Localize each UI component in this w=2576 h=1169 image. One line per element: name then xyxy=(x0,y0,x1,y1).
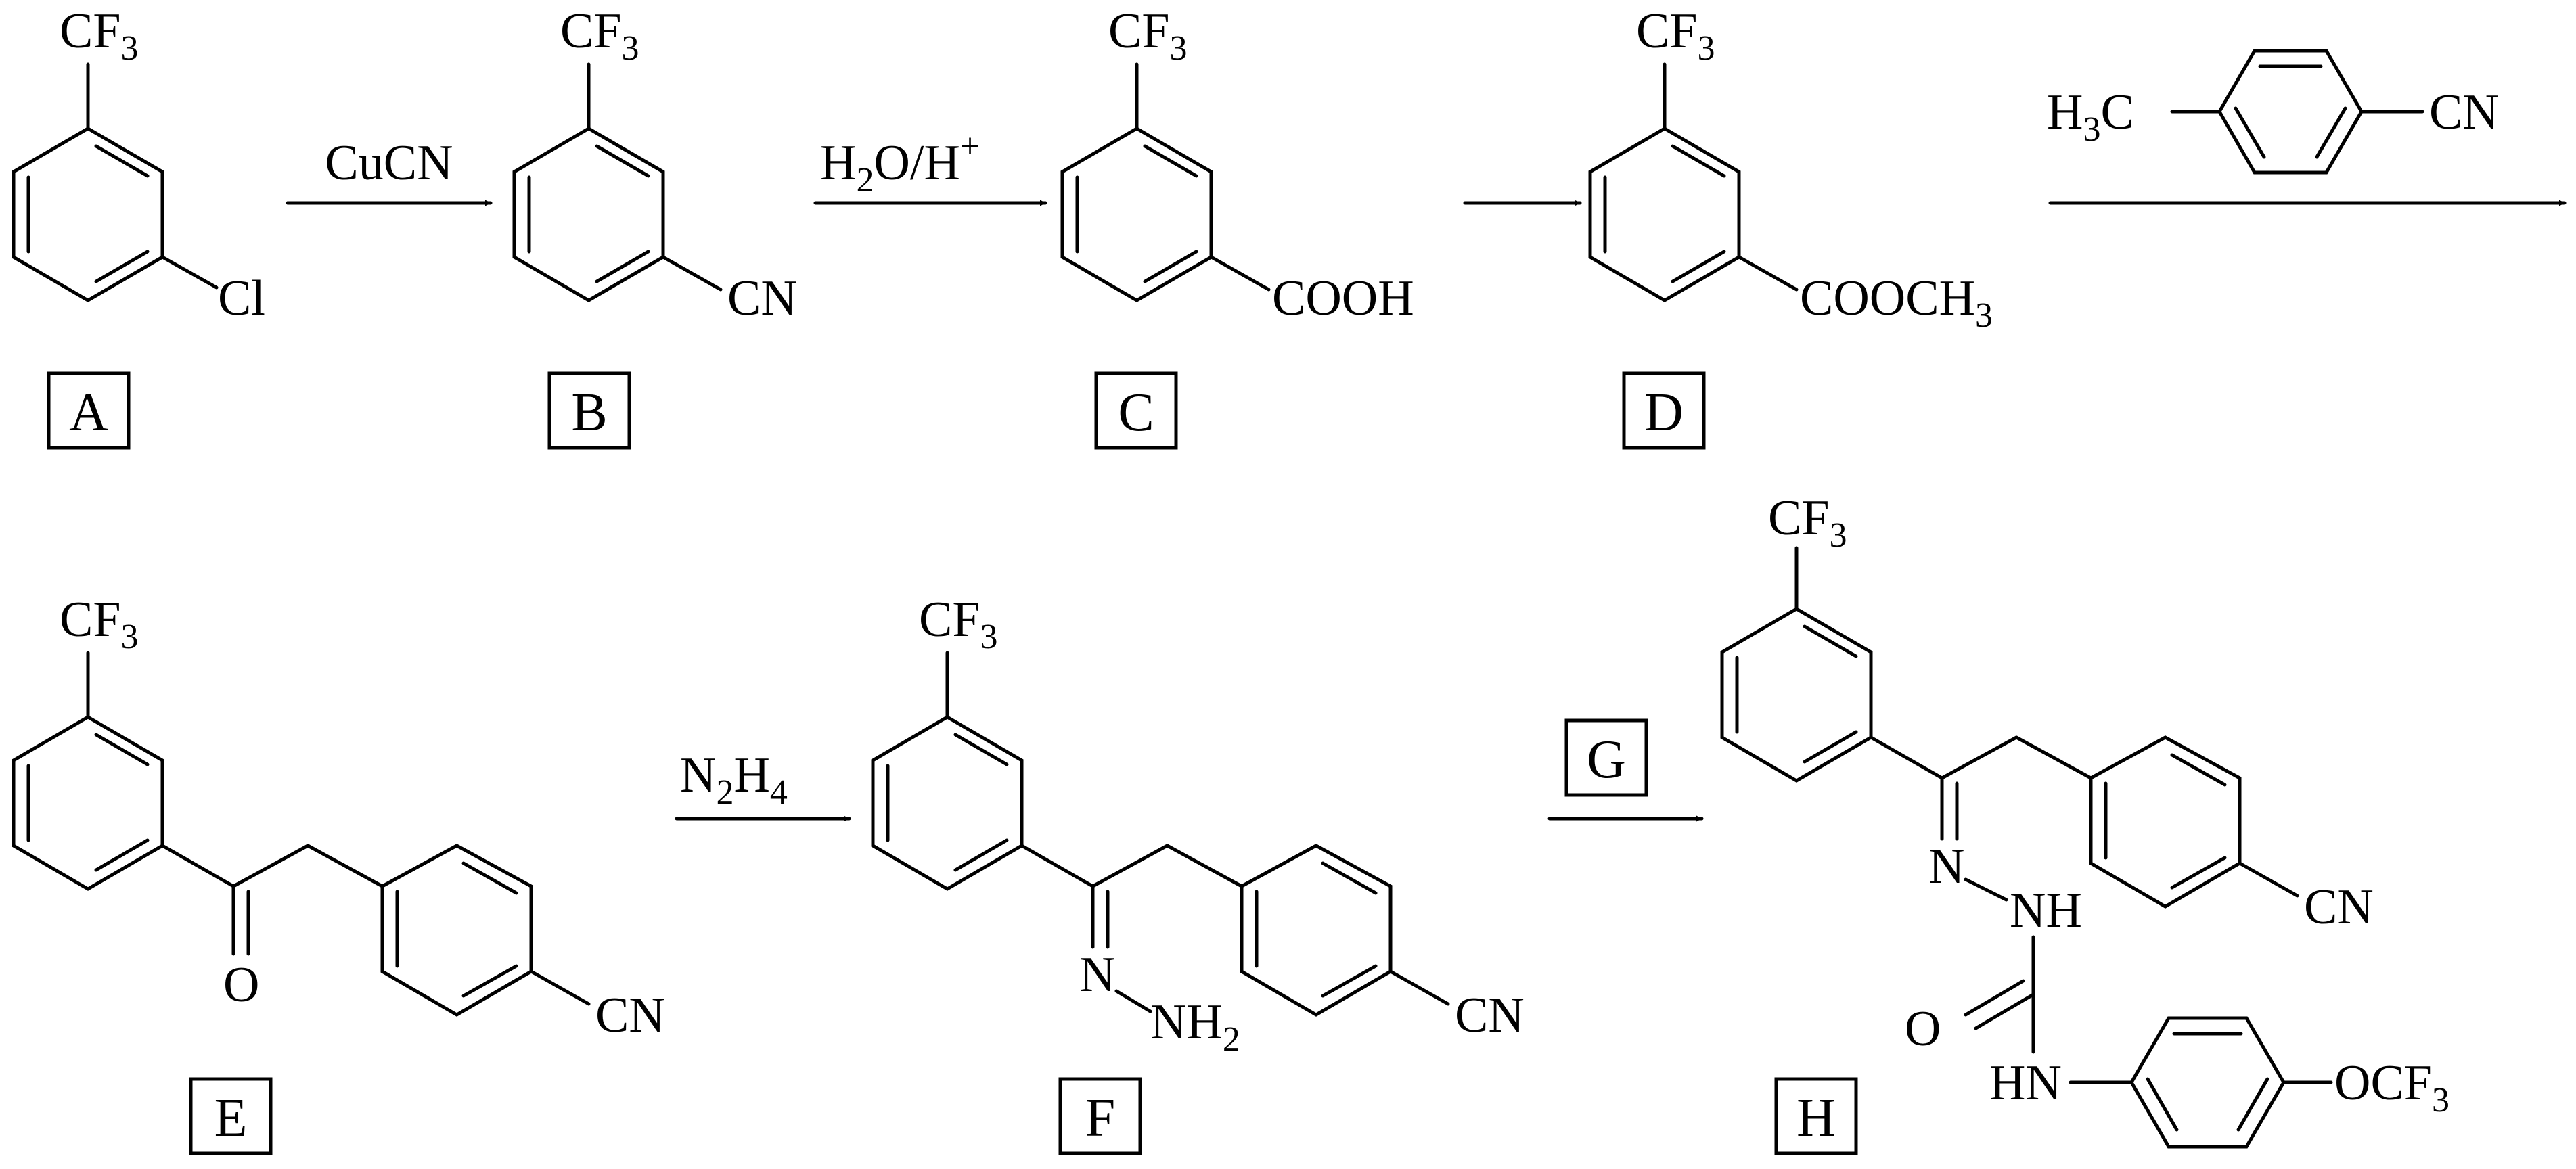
svg-text:CF3: CF3 xyxy=(919,592,998,656)
compound-b-label: B xyxy=(571,383,607,442)
svg-text:O: O xyxy=(223,957,259,1013)
reagent-cucn: CuCN xyxy=(325,135,453,191)
svg-text:CF3: CF3 xyxy=(1768,490,1847,555)
svg-text:OCF3: OCF3 xyxy=(2334,1055,2449,1120)
svg-text:CN: CN xyxy=(2304,879,2374,935)
arrow-b-to-c: H2O/H+ xyxy=(813,127,1047,206)
compound-d-label: D xyxy=(1644,383,1684,442)
compound-c: CF3 COOH C xyxy=(1060,3,1414,450)
reagent-g-label: G xyxy=(1587,730,1626,789)
svg-text:N2H4: N2H4 xyxy=(680,748,788,812)
compound-f: CF3 N NH2 CN F xyxy=(871,592,1524,1155)
svg-text:CN: CN xyxy=(727,271,797,326)
compound-e: CF3 O CN E xyxy=(12,592,665,1155)
svg-text:H3C: H3C xyxy=(2047,85,2134,149)
compound-a: CF3 Cl A xyxy=(12,3,265,450)
compound-c-label: C xyxy=(1118,383,1154,442)
compound-f-label: F xyxy=(1085,1088,1116,1148)
compound-a-label: A xyxy=(69,383,108,442)
svg-text:CF3: CF3 xyxy=(1636,3,1715,68)
arrow-f-to-h: G xyxy=(1547,718,1704,822)
arrow-a-to-b: CuCN xyxy=(286,135,493,206)
arrow-d-to-e: H3C CN xyxy=(2047,49,2567,206)
compound-e-label: E xyxy=(214,1088,248,1148)
svg-text:N: N xyxy=(1928,839,1964,894)
compound-h-label: H xyxy=(1797,1088,1836,1148)
svg-text:COOH: COOH xyxy=(1272,271,1414,326)
svg-text:CN: CN xyxy=(595,988,665,1043)
svg-text:NH: NH xyxy=(2010,883,2082,938)
svg-text:CF3: CF3 xyxy=(60,3,139,68)
svg-text:COOCH3: COOCH3 xyxy=(1800,271,1993,335)
compound-d: CF3 COOCH3 D xyxy=(1588,3,1993,450)
svg-text:Cl: Cl xyxy=(218,271,265,326)
arrow-e-to-f: N2H4 xyxy=(675,748,851,822)
compound-h: CF3 N NH O HN OCF3 CN H xyxy=(1720,490,2449,1155)
svg-text:HN: HN xyxy=(1989,1055,2062,1111)
reagent-p-tolunitrile: H3C CN xyxy=(2047,49,2499,175)
svg-text:CF3: CF3 xyxy=(60,592,139,656)
svg-text:CN: CN xyxy=(1455,988,1524,1043)
svg-text:CF3: CF3 xyxy=(1108,3,1188,68)
svg-text:CN: CN xyxy=(2429,85,2499,140)
svg-text:N: N xyxy=(1079,947,1115,1003)
svg-text:CF3: CF3 xyxy=(560,3,639,68)
compound-b: CF3 CN B xyxy=(512,3,797,450)
svg-text:NH2: NH2 xyxy=(1150,994,1240,1059)
svg-text:H2O/H+: H2O/H+ xyxy=(820,127,980,200)
svg-text:O: O xyxy=(1905,1001,1941,1057)
